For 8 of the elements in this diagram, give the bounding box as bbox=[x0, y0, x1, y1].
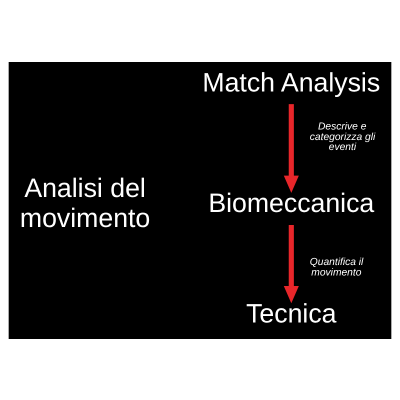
arrow bbox=[284, 104, 299, 192]
edge-label: Quantifica il movimento bbox=[310, 256, 364, 278]
node-text: Analisi del movimento bbox=[20, 172, 150, 232]
node-text: Tecnica bbox=[246, 298, 337, 328]
node-text: Biomeccanica bbox=[208, 188, 374, 218]
node-text: Match Analysis bbox=[202, 67, 380, 98]
arrow bbox=[284, 224, 299, 303]
edge-label: Descrive e categorizza gli eventi bbox=[310, 121, 376, 153]
